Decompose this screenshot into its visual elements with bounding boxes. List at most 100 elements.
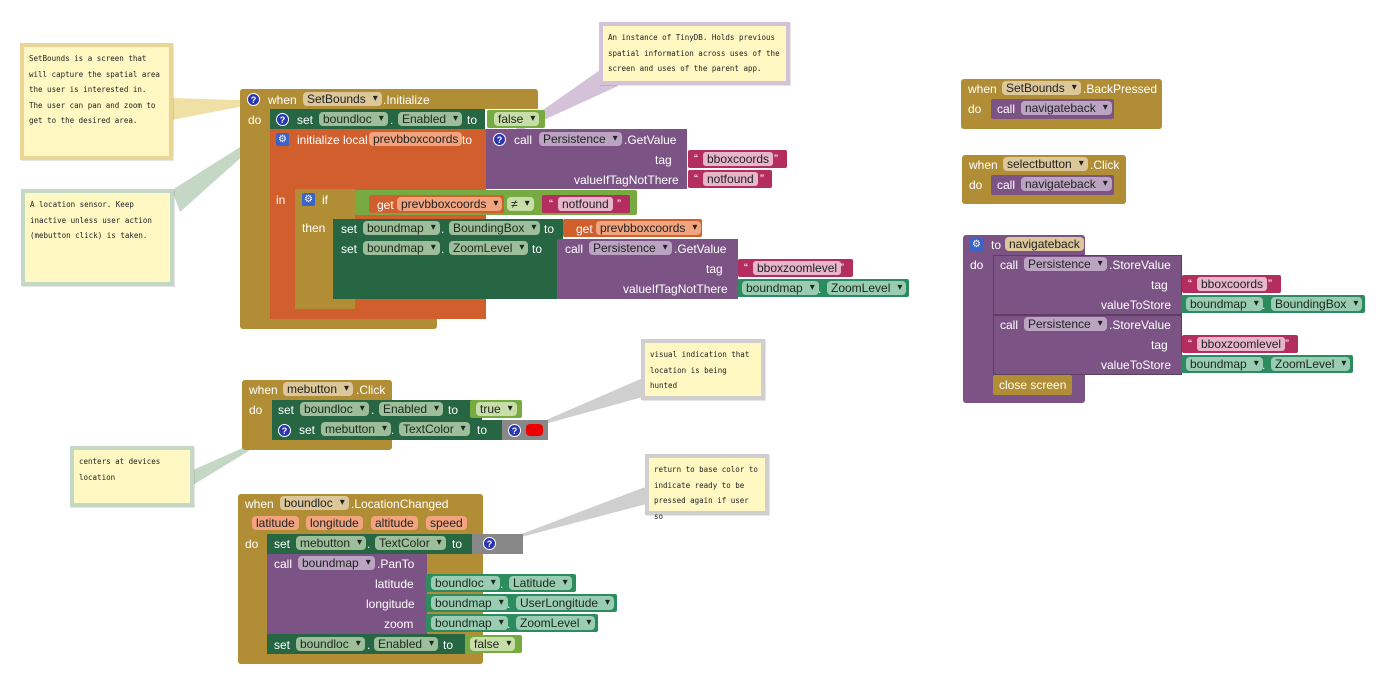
component-dropdown[interactable]: boundmap <box>363 241 440 255</box>
property-dropdown[interactable]: TextColor <box>399 422 470 436</box>
to-label: to <box>452 537 463 551</box>
event-name: .Click <box>1090 158 1120 172</box>
text-value[interactable]: bboxzoomlevel <box>1197 337 1286 351</box>
color-block[interactable] <box>472 534 523 554</box>
do-label: do <box>248 113 262 127</box>
property-dropdown[interactable]: ZoomLevel <box>516 616 596 630</box>
property-dropdown[interactable]: Enabled <box>379 402 444 416</box>
gear-icon[interactable]: ⚙ <box>302 193 315 206</box>
set-label: set <box>341 242 358 256</box>
property-dropdown[interactable]: ZoomLevel <box>827 281 907 295</box>
property-dropdown[interactable]: Enabled <box>398 112 463 126</box>
comment-location-sensor[interactable]: A location sensor. Keep inactive unless … <box>21 189 174 286</box>
variable-dropdown[interactable]: prevbboxcoords <box>397 197 503 211</box>
comment-return-base[interactable]: return to base color to indicate ready t… <box>645 454 769 521</box>
initialize-local-label: initialize local <box>297 133 368 147</box>
gear-icon[interactable]: ⚙ <box>276 133 289 146</box>
text-value[interactable]: bboxcoords <box>703 152 774 166</box>
question-mark-icon[interactable]: ? <box>508 424 521 437</box>
color-swatch[interactable] <box>526 424 543 436</box>
comment-visual-indication[interactable]: visual indication that location is being… <box>641 339 765 400</box>
gear-icon[interactable]: ⚙ <box>970 238 983 251</box>
text-value[interactable]: notfound <box>558 197 613 211</box>
variable-dropdown[interactable]: prevbboxcoords <box>596 221 702 235</box>
property-dropdown[interactable]: Latitude <box>509 576 572 590</box>
to-label: to <box>443 638 454 652</box>
param-latitude[interactable]: latitude <box>252 516 299 530</box>
component-dropdown[interactable]: boundloc <box>319 112 388 126</box>
text-value[interactable]: bboxcoords <box>1197 277 1268 291</box>
component-dropdown[interactable]: boundmap <box>298 556 375 570</box>
connector-return <box>495 486 650 544</box>
component-dropdown[interactable]: mebutton <box>283 382 354 396</box>
db-dropdown[interactable]: Persistence <box>1024 317 1107 331</box>
text-value[interactable]: bboxzoomlevel <box>753 261 842 275</box>
question-mark-icon[interactable]: ? <box>493 133 506 146</box>
open-quote: “ <box>1188 277 1192 291</box>
procedure-dropdown[interactable]: navigateback <box>1021 177 1112 191</box>
text-value[interactable]: notfound <box>703 172 758 186</box>
component-dropdown[interactable]: boundmap <box>431 596 508 610</box>
procedure-name[interactable]: navigateback <box>1005 237 1084 251</box>
do-label: do <box>970 258 984 272</box>
component-dropdown[interactable]: SetBounds <box>303 92 382 106</box>
question-mark-icon[interactable]: ? <box>483 537 496 550</box>
component-dropdown[interactable]: boundloc <box>431 576 500 590</box>
tag-label: tag <box>1151 338 1168 352</box>
component-dropdown[interactable]: mebutton <box>296 536 367 550</box>
db-dropdown[interactable]: Persistence <box>1024 257 1107 271</box>
comment-tinydb[interactable]: An instance of TinyDB. Holds previous sp… <box>599 22 790 85</box>
param-longitude[interactable]: longitude <box>306 516 363 530</box>
property-dropdown[interactable]: Enabled <box>374 637 439 651</box>
property-dropdown[interactable]: ZoomLevel <box>449 241 529 255</box>
component-dropdown[interactable]: boundmap <box>363 221 440 235</box>
method-name: .PanTo <box>377 557 415 571</box>
open-quote: “ <box>549 197 553 211</box>
boolean-dropdown[interactable]: true <box>476 402 517 416</box>
question-mark-icon[interactable]: ? <box>278 424 291 437</box>
component-dropdown[interactable]: boundloc <box>296 637 365 651</box>
operator-dropdown[interactable]: ≠ <box>507 197 534 211</box>
call-label: call <box>514 133 533 147</box>
db-dropdown[interactable]: Persistence <box>589 241 672 255</box>
component-dropdown[interactable]: boundmap <box>1186 357 1263 371</box>
call-label: call <box>1000 318 1019 332</box>
procedure-dropdown[interactable]: navigateback <box>1021 101 1112 115</box>
component-dropdown[interactable]: boundmap <box>431 616 508 630</box>
event-name: .LocationChanged <box>351 497 449 511</box>
property-dropdown[interactable]: TextColor <box>375 536 446 550</box>
property-dropdown[interactable]: BoundingBox <box>449 221 541 235</box>
boolean-dropdown[interactable]: false <box>494 112 540 126</box>
component-dropdown[interactable]: boundmap <box>1186 297 1263 311</box>
param-altitude[interactable]: altitude <box>371 516 418 530</box>
question-mark-icon[interactable]: ? <box>247 93 260 106</box>
set-label: set <box>297 113 314 127</box>
question-mark-icon[interactable]: ? <box>276 113 289 126</box>
to-label: to <box>448 403 459 417</box>
boolean-dropdown[interactable]: false <box>470 637 516 651</box>
param-speed[interactable]: speed <box>426 516 467 530</box>
comment-centers[interactable]: centers at devices location <box>70 446 194 507</box>
local-var-name[interactable]: prevbboxcoords <box>369 132 463 146</box>
component-dropdown[interactable]: mebutton <box>321 422 392 436</box>
comment-setbounds[interactable]: SetBounds is a screen that will capture … <box>20 43 173 160</box>
value-if-tag-not-there-label: valueIfTagNotThere <box>623 282 728 296</box>
component-dropdown[interactable]: boundloc <box>280 496 349 510</box>
property-dropdown[interactable]: ZoomLevel <box>1271 357 1351 371</box>
component-dropdown[interactable]: boundmap <box>742 281 819 295</box>
then-label: then <box>302 221 326 235</box>
dot-label: . <box>507 617 511 631</box>
component-dropdown[interactable]: SetBounds <box>1002 81 1081 95</box>
event-name: .Initialize <box>383 93 430 107</box>
set-label: set <box>278 403 295 417</box>
do-label: do <box>969 178 983 192</box>
close-screen-block[interactable] <box>993 375 1072 395</box>
open-quote: “ <box>744 261 748 275</box>
component-dropdown[interactable]: boundloc <box>300 402 369 416</box>
close-quote: ” <box>617 197 621 211</box>
property-dropdown[interactable]: UserLongitude <box>516 596 615 610</box>
comment-text: A location sensor. Keep inactive unless … <box>30 200 152 241</box>
property-dropdown[interactable]: BoundingBox <box>1271 297 1363 311</box>
component-dropdown[interactable]: selectbutton <box>1003 157 1088 171</box>
db-dropdown[interactable]: Persistence <box>539 132 622 146</box>
